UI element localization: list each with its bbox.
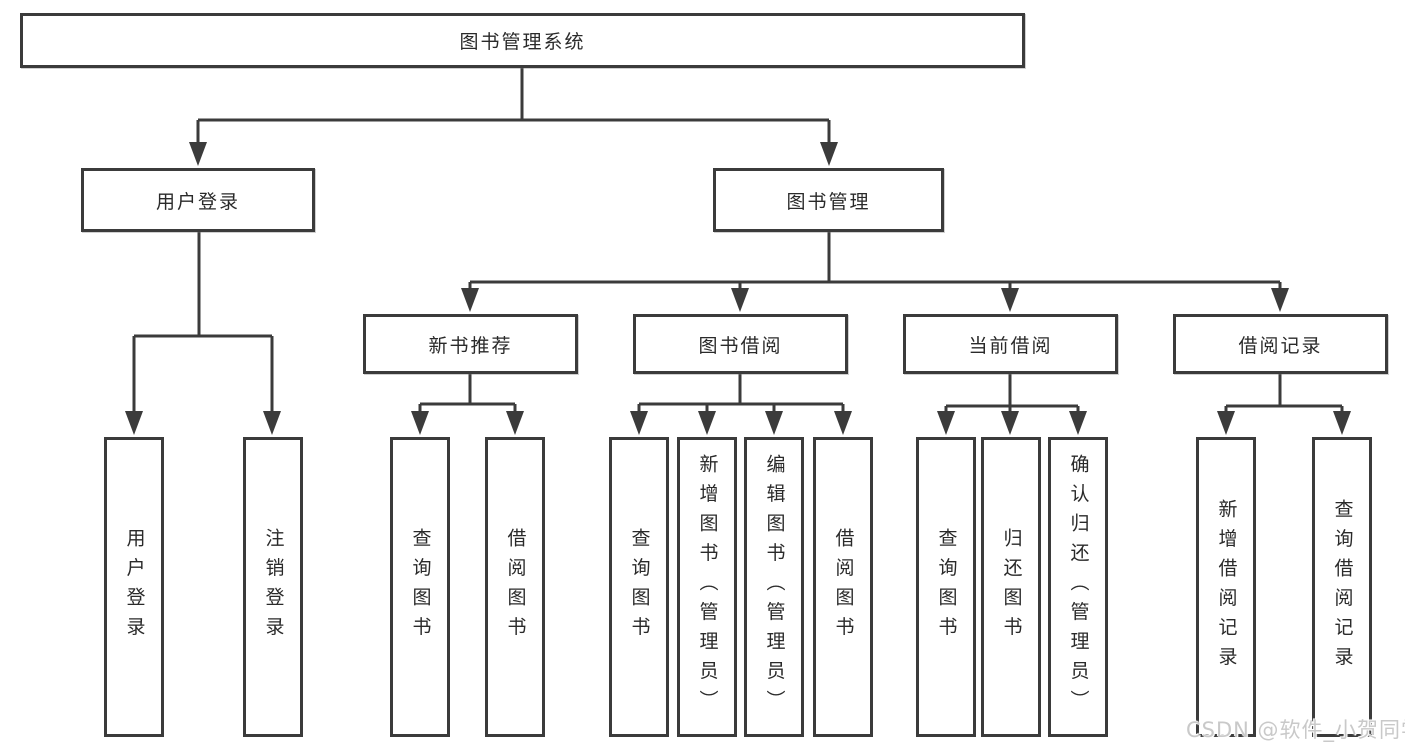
arrow-down-icon	[1271, 288, 1289, 312]
arrow-down-icon	[820, 142, 838, 166]
node-root: 图书管理系统	[20, 13, 1025, 68]
leaf-label: 查询图书	[935, 528, 958, 646]
leaf-records-add-record: 新增借阅记录	[1196, 437, 1256, 737]
leaf-user-login: 用户登录	[104, 437, 164, 737]
csdn-watermark: CSDN @软件_小贺同学	[1186, 718, 1405, 742]
node-user-login: 用户登录	[81, 168, 315, 232]
connector-new-book-rec	[418, 374, 517, 415]
node-new-book-recommend: 新书推荐	[363, 314, 578, 374]
node-book-management: 图书管理	[713, 168, 944, 232]
leaf-borrow-borrow-books: 借阅图书	[813, 437, 873, 737]
leaf-label: 编辑图书（管理员）	[763, 454, 786, 720]
arrow-down-icon	[834, 411, 852, 435]
leaf-borrow-add-books-admin: 新增图书（管理员）	[677, 437, 737, 737]
leaf-records-query-record: 查询借阅记录	[1312, 437, 1372, 737]
connector-root	[196, 68, 831, 146]
connector-book-borrow	[637, 374, 845, 415]
leaf-borrow-edit-books-admin: 编辑图书（管理员）	[744, 437, 804, 737]
node-book-borrow: 图书借阅	[633, 314, 848, 374]
leaf-label: 归还图书	[1000, 528, 1023, 646]
node-current-borrow: 当前借阅	[903, 314, 1118, 374]
leaf-current-confirm-return-admin: 确认归还（管理员）	[1048, 437, 1108, 737]
connector-book-mgmt	[468, 232, 1282, 292]
arrow-down-icon	[698, 411, 716, 435]
leaf-label: 用户登录	[123, 528, 146, 646]
leaf-logout: 注销登录	[243, 437, 303, 737]
arrow-down-icon	[1217, 411, 1235, 435]
node-borrow-records: 借阅记录	[1173, 314, 1388, 374]
arrow-down-icon	[1069, 411, 1087, 435]
connector-borrow-records	[1224, 374, 1344, 415]
leaf-label: 借阅图书	[832, 528, 855, 646]
leaf-label: 确认归还（管理员）	[1067, 454, 1090, 720]
arrowheads	[125, 142, 1351, 435]
arrow-down-icon	[189, 142, 207, 166]
arrow-down-icon	[1333, 411, 1351, 435]
leaf-current-return-books: 归还图书	[981, 437, 1041, 737]
arrow-down-icon	[731, 288, 749, 312]
arrow-down-icon	[506, 411, 524, 435]
leaf-label: 新增图书（管理员）	[696, 454, 719, 720]
arrow-down-icon	[263, 411, 281, 435]
arrow-down-icon	[125, 411, 143, 435]
leaf-label: 查询图书	[409, 528, 432, 646]
leaf-current-query-books: 查询图书	[916, 437, 976, 737]
arrow-down-icon	[411, 411, 429, 435]
leaf-label: 新增借阅记录	[1215, 498, 1238, 676]
leaf-label: 借阅图书	[504, 528, 527, 646]
connector-user-login	[132, 232, 274, 415]
leaf-label: 注销登录	[262, 528, 285, 646]
arrow-down-icon	[765, 411, 783, 435]
leaf-label: 查询借阅记录	[1331, 498, 1354, 676]
leaf-recommend-borrow-books: 借阅图书	[485, 437, 545, 737]
arrow-down-icon	[461, 288, 479, 312]
arrow-down-icon	[630, 411, 648, 435]
leaf-borrow-query-books: 查询图书	[609, 437, 669, 737]
arrow-down-icon	[1001, 411, 1019, 435]
connector-current-borrow	[944, 374, 1080, 415]
arrow-down-icon	[1001, 288, 1019, 312]
arrow-down-icon	[937, 411, 955, 435]
leaf-recommend-query-books: 查询图书	[390, 437, 450, 737]
leaf-label: 查询图书	[628, 528, 651, 646]
